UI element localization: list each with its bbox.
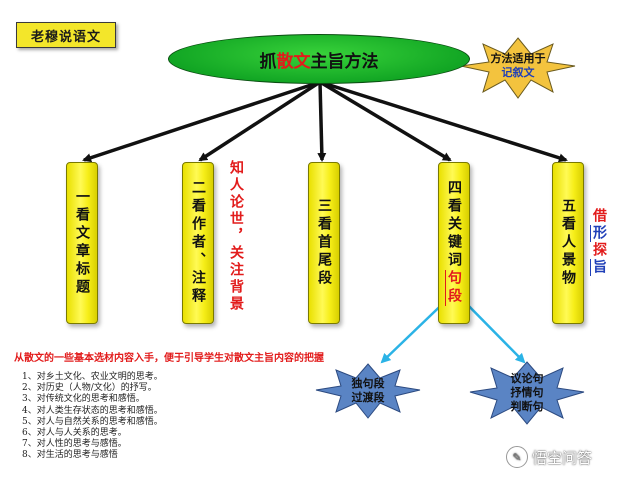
step-2-label: 二看作者、注释 — [190, 180, 206, 306]
step-5-side-char-1: 借 — [591, 208, 607, 225]
step-box-5: 五看人景物 — [552, 162, 584, 324]
arrow-to-step-1 — [82, 80, 321, 163]
subtype-right-line1: 议论句 — [510, 372, 544, 385]
subtype-left-line1: 独句段 — [351, 377, 385, 390]
step-1-label: 一看文章标题 — [74, 189, 90, 297]
subtype-right-line3: 判断句 — [510, 400, 544, 413]
step-5-label: 五看人景物 — [560, 198, 576, 288]
description-list: 1、对乡土文化、农业文明的思考。 2、对历史（人物/文化）的抒写。 3、对传统文… — [22, 372, 163, 462]
arrow-to-step-3 — [317, 81, 327, 162]
subtype-left-star — [315, 363, 421, 419]
scope-star-line2: 记叙文 — [501, 66, 535, 79]
scope-star-line1: 方法适用于 — [490, 52, 546, 65]
scope-star-label: 方法适用于 记叙文 — [486, 52, 550, 80]
step-box-3: 三看首尾段 — [308, 162, 340, 324]
description-item: 3、对传统文化的思考和感悟。 — [22, 394, 145, 405]
description-item: 8、对生活的思考与感悟 — [22, 450, 118, 461]
subtype-left-label: 独句段 过渡段 — [344, 377, 392, 405]
step-5-side-char-3: 探 — [591, 242, 607, 259]
description-item: 4、对人类生存状态的思考和感悟。 — [22, 405, 163, 416]
step-3-label: 三看首尾段 — [316, 198, 332, 288]
step-box-1: 一看文章标题 — [66, 162, 98, 324]
scope-star-shape — [460, 37, 576, 99]
main-title-suffix: 主旨方法 — [310, 51, 379, 72]
watermark: ✎ 悟空问答 — [506, 446, 592, 468]
step-4-label: 四看关键词句段 — [444, 180, 464, 306]
step-box-4: 四看关键词句段 — [438, 162, 470, 324]
description-item: 7、对人性的思考与感悟。 — [22, 439, 127, 450]
main-title-highlight: 散文 — [276, 51, 311, 72]
subtype-right-line2: 抒情句 — [510, 386, 544, 399]
arrow-to-step-4 — [319, 80, 452, 162]
description-item: 6、对人与人关系的思考。 — [22, 428, 127, 439]
chat-bubble-icon: ✎ — [506, 446, 528, 468]
description-item: 2、对历史（人物/文化）的抒写。 — [22, 383, 157, 394]
step-5-side-char-4: 旨 — [591, 259, 607, 276]
main-title-prefix: 抓 — [259, 51, 277, 72]
step-box-2: 二看作者、注释 — [182, 162, 214, 324]
subtype-left-line2: 过渡段 — [351, 391, 385, 404]
brand-label: 老穆说语文 — [16, 22, 116, 48]
step-4-label-highlight: 句段 — [446, 270, 462, 306]
main-topic-oval: 抓散文主旨方法 — [168, 34, 470, 84]
step-5-side-char-2: 形 — [591, 225, 607, 242]
step-4-label-main: 四看关键词 — [446, 180, 462, 270]
subtype-right-label: 议论句 抒情句 判断句 — [503, 372, 551, 414]
description-title: 从散文的一些基本选材内容入手，便于引导学生对散文主旨内容的把握 — [14, 353, 324, 364]
description-item: 1、对乡土文化、农业文明的思考。 — [22, 372, 163, 382]
arrow-to-step-5 — [319, 80, 568, 163]
description-item: 5、对人与自然关系的思考和感悟。 — [22, 416, 163, 427]
arrow-to-step-2 — [198, 80, 321, 162]
watermark-text: 悟空问答 — [532, 448, 593, 467]
step-5-side-note: 借形探旨 — [589, 208, 609, 276]
subtype-right-star — [469, 361, 585, 425]
step-2-side-note: 知人论世，关注背景 — [228, 160, 244, 313]
